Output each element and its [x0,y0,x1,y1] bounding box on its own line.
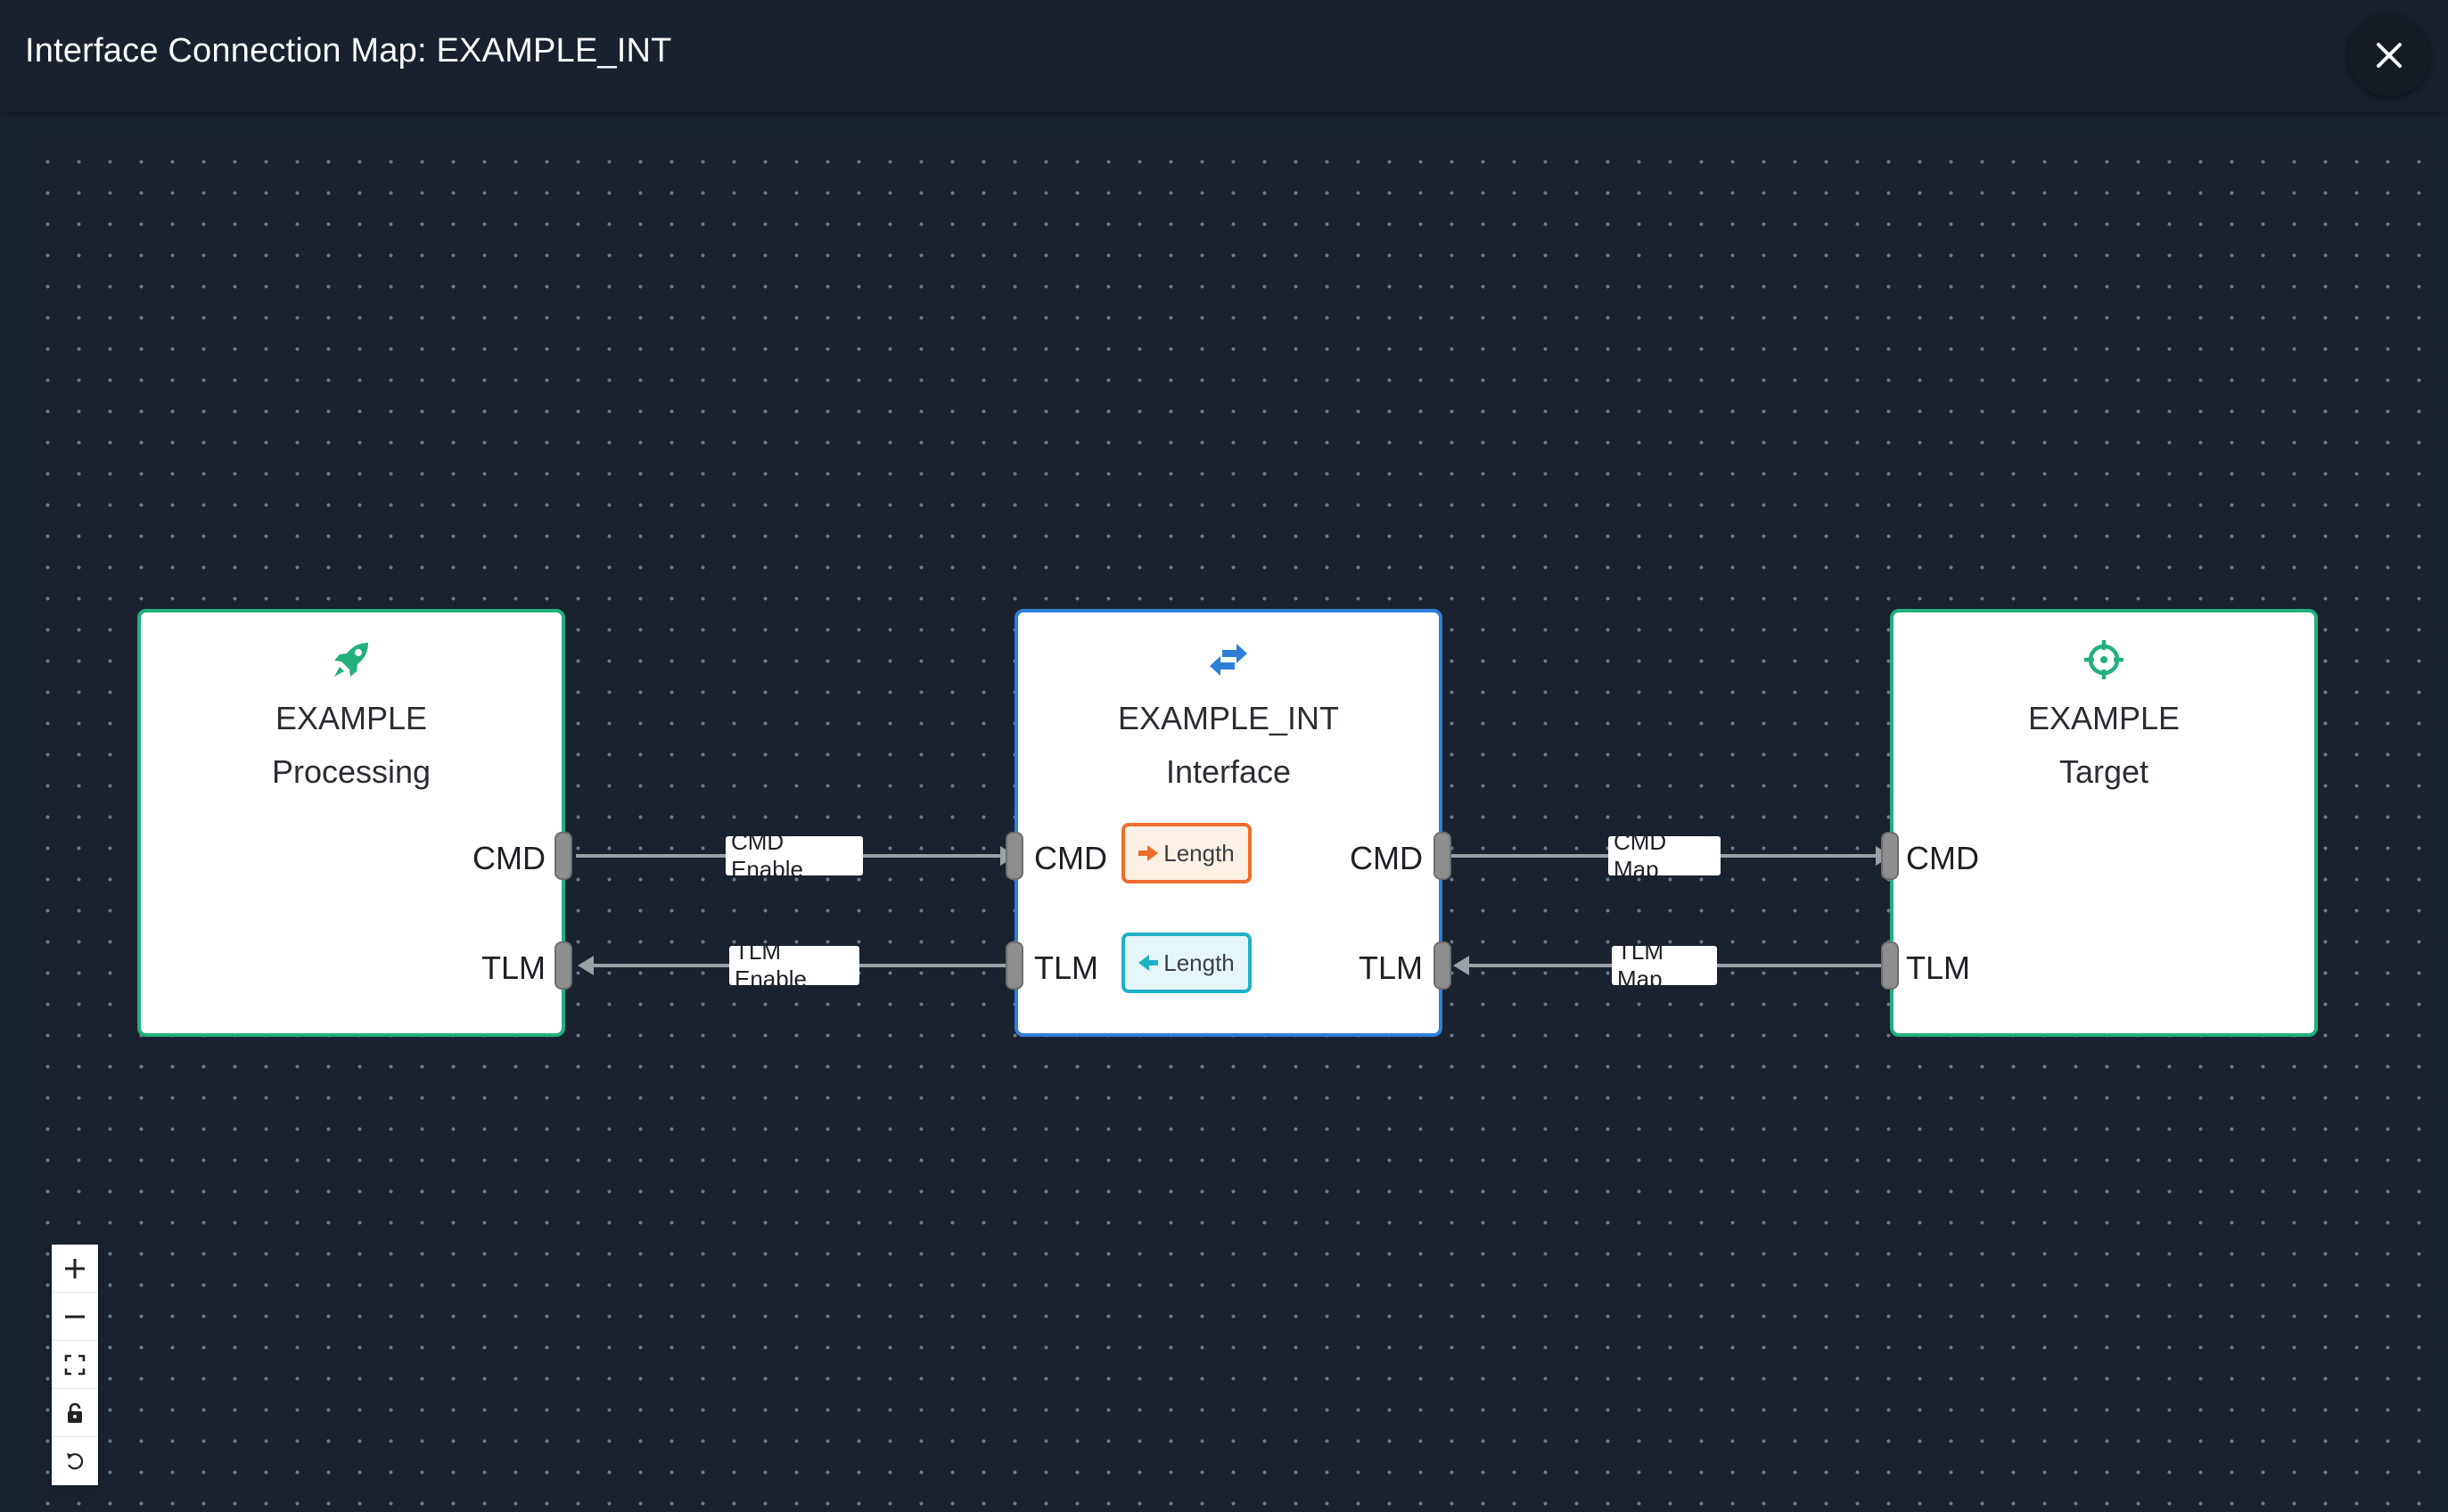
arrow-left-icon [1138,955,1159,971]
port-label-cmd-out: CMD [1350,840,1423,876]
edge-label-tlm-map[interactable]: TLM Map [1612,938,1717,992]
interface-tlm-out-handle[interactable] [1433,941,1451,990]
fit-view-button[interactable] [52,1341,98,1389]
dialog-header: Interface Connection Map: EXAMPLE_INT [0,0,2448,112]
node-title: EXAMPLE [275,700,428,736]
dialog-title: Interface Connection Map: EXAMPLE_INT [25,32,672,70]
processing-tlm-handle[interactable] [554,941,572,990]
minus-icon [65,1315,85,1318]
edge-label-cmd-enable[interactable]: CMD Enable [726,828,863,883]
lock-button[interactable] [52,1389,98,1437]
interface-tlm-in-handle[interactable] [1006,941,1023,990]
lock-icon [68,1402,82,1423]
target-node[interactable]: EXAMPLE Target CMD TLM [1890,609,2318,1037]
protocol-label: Length [1163,949,1235,976]
reset-button[interactable] [52,1437,98,1485]
zoom-out-button[interactable] [52,1293,98,1341]
port-label-cmd: CMD [1906,840,1979,876]
node-subtitle: Processing [271,753,431,790]
interface-node[interactable]: EXAMPLE_INT Interface CMD TLM CMD TLM Le… [1015,609,1442,1037]
port-label-tlm: TLM [481,949,546,986]
processing-cmd-handle[interactable] [554,832,572,880]
node-title: EXAMPLE_INT [1117,700,1340,736]
plus-icon [65,1258,85,1278]
close-button[interactable] [2348,14,2430,96]
edge-label-tlm-enable[interactable]: TLM Enable [729,938,859,992]
port-label-cmd: CMD [472,840,546,876]
edge-label-cmd-map[interactable]: CMD Map [1608,828,1721,883]
target-cmd-handle[interactable] [1881,832,1899,880]
node-title: EXAMPLE [2027,700,2181,736]
target-tlm-handle[interactable] [1881,941,1899,990]
port-label-tlm-in: TLM [1034,949,1098,986]
crosshairs-icon [2084,640,2124,679]
rocket-icon [334,643,368,677]
port-label-tlm-out: TLM [1359,949,1423,986]
cmd-protocol-badge[interactable]: Length [1121,823,1252,883]
protocol-label: Length [1163,839,1235,867]
processing-node[interactable]: EXAMPLE Processing CMD TLM [137,609,565,1037]
fit-view-icon [64,1354,86,1375]
port-label-cmd-in: CMD [1034,840,1107,876]
arrow-right-icon [1138,845,1159,861]
flow-controls [52,1245,98,1485]
edge-tlm-enable-arrow [578,956,594,975]
reset-icon [67,1453,84,1470]
port-label-tlm: TLM [1906,949,1970,986]
node-subtitle: Target [2058,753,2149,790]
close-icon [2377,43,2402,68]
tlm-protocol-badge[interactable]: Length [1121,933,1252,993]
interface-cmd-out-handle[interactable] [1433,832,1451,880]
swap-arrows-icon [1210,644,1247,676]
flow-canvas[interactable]: EXAMPLE Processing CMD TLM EXAMPLE_INT I… [25,139,2432,1512]
edge-tlm-map-arrow [1453,956,1469,975]
zoom-in-button[interactable] [52,1245,98,1293]
node-subtitle: Interface [1165,753,1292,790]
interface-cmd-in-handle[interactable] [1006,832,1023,880]
